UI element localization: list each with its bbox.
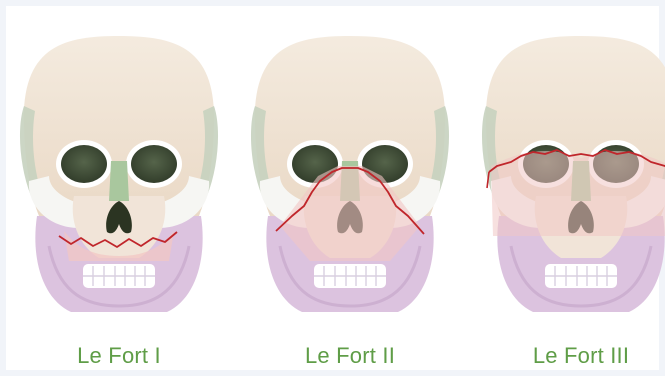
label-le-fort-2: Le Fort II — [250, 343, 450, 369]
skull-illustration-le-fort-1 — [20, 36, 218, 312]
skulls-illustration — [6, 6, 665, 382]
label-le-fort-1: Le Fort I — [19, 343, 219, 369]
skull-illustration-le-fort-3 — [482, 36, 665, 312]
label-le-fort-3: Le Fort III — [481, 343, 665, 369]
skull-illustration-le-fort-2 — [251, 36, 449, 312]
